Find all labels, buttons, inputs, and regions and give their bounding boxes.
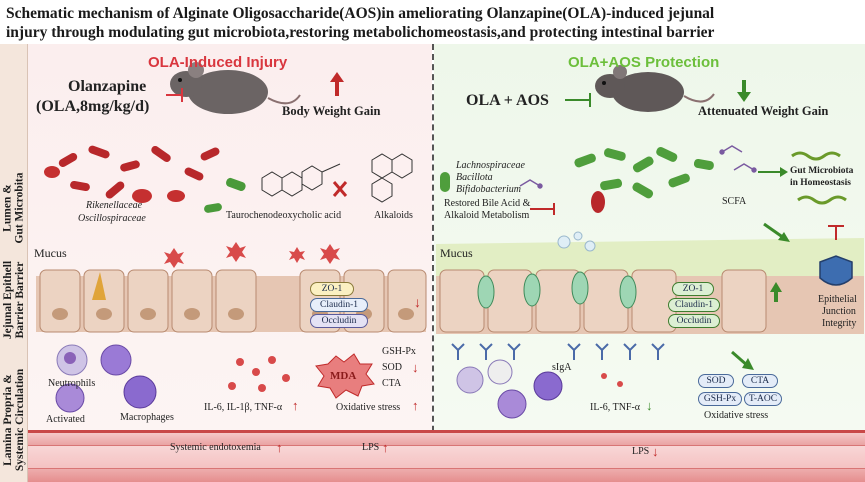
oxidative-stress-right: Oxidative stress xyxy=(704,410,769,421)
oxidative-stress-left: Oxidative stress xyxy=(336,402,401,413)
bacteria-bifidobacterium: Bifidobacterium xyxy=(456,184,521,195)
bacteria-oscillospiraceae: Oscillospiraceae xyxy=(78,213,146,224)
scfa-label: SCFA xyxy=(722,196,747,207)
mda-burst xyxy=(315,353,375,399)
bacteria-rikenellaceae: Rikenellaceae xyxy=(86,200,143,211)
claudin-pill-right: Claudin-1 xyxy=(668,298,720,312)
cross-icon xyxy=(332,181,348,197)
title-line-1: Schematic mechanism of Alginate Oligosac… xyxy=(6,5,715,22)
endotoxemia-up-arrow: ↑ xyxy=(276,440,283,455)
cytokine-up-arrow: ↑ xyxy=(292,398,299,413)
homeostasis-line-1: Gut Microbiota xyxy=(790,166,854,176)
zo1-pill-left: ZO-1 xyxy=(310,282,354,296)
junction-down-arrow-left: ↓ xyxy=(414,296,421,311)
goblet-cells xyxy=(477,271,637,309)
blood-vessel xyxy=(28,430,865,482)
injury-panel xyxy=(28,44,432,482)
beneficial-bacteria xyxy=(440,147,714,199)
zo1-pill-right: ZO-1 xyxy=(672,282,714,296)
inflammatory-burst-icons xyxy=(164,242,340,268)
figure-title: Schematic mechanism of Alginate Oligosac… xyxy=(6,4,861,42)
mucus-label-left: Mucus xyxy=(34,246,67,260)
alkaloid-structure xyxy=(371,153,413,203)
siga-antibodies xyxy=(451,343,665,360)
lps-down-arrow: ↓ xyxy=(652,444,659,459)
injury-header: OLA-Induced Injury xyxy=(148,54,288,71)
restored-metabolism-1: Restored Bile Acid & xyxy=(444,198,531,209)
attenuated-weight-label: Attenuated Weight Gain xyxy=(698,104,829,118)
occludin-pill-left: Occludin xyxy=(310,314,368,328)
scfa-molecules xyxy=(519,145,757,189)
occludin-pill-right: Occludin xyxy=(668,314,720,328)
lps-left: LPS xyxy=(362,442,380,453)
shield-icon xyxy=(819,255,853,286)
drug-combo-right: OLA + AOS xyxy=(466,92,549,109)
cytokines-left: IL-6, IL-1β, TNF-α xyxy=(204,402,283,413)
mucus-bubbles xyxy=(557,231,596,252)
cytokines-right: IL-6, TNF-α xyxy=(590,402,641,413)
lps-up-arrow: ↑ xyxy=(382,440,389,455)
sidebar: Lumen & Gut Microbita Jejunal Epithell B… xyxy=(0,44,28,482)
drug-name-left: Olanzapine xyxy=(68,78,147,95)
integrity-line-2: Junction xyxy=(822,306,856,317)
oxidative-up-arrow: ↑ xyxy=(412,398,419,413)
homeostasis-line-2: in Homeostasis xyxy=(790,178,851,188)
macrophages-label: Macrophages xyxy=(120,412,174,423)
gsh-px-pill-right: GSH-Px xyxy=(698,392,742,406)
mouse-icon-right xyxy=(595,65,715,112)
restored-epithelium xyxy=(436,222,864,334)
claudin-pill-left: Claudin-1 xyxy=(310,298,368,312)
neutrophils-label: Neutrophils xyxy=(48,378,96,389)
lps-right: LPS xyxy=(632,446,650,457)
mucus-label-right: Mucus xyxy=(440,246,473,260)
systemic-endotoxemia: Systemic endotoxemia xyxy=(170,442,261,453)
sod-pill-right: SOD xyxy=(698,374,734,388)
bacteria-bacillota: Bacillota xyxy=(456,172,493,183)
restored-metabolism-2: Alkaloid Metabolism xyxy=(444,210,530,221)
cytokine-down-arrow: ↓ xyxy=(646,398,653,413)
cytokine-dots-right xyxy=(601,373,623,387)
integrity-line-3: Integrity xyxy=(822,318,857,329)
mda-label: MDA xyxy=(330,370,357,382)
metabolite-alkaloids: Alkaloids xyxy=(374,210,413,221)
weight-gain-label: Body Weight Gain xyxy=(282,104,381,118)
cta-left: CTA xyxy=(382,378,402,389)
immune-cells-right xyxy=(456,359,563,419)
gsh-px-left: GSH-Px xyxy=(382,346,416,357)
sod-left: SOD xyxy=(382,362,403,373)
panel-divider xyxy=(432,44,434,482)
siga-label: sIgA xyxy=(552,362,572,373)
title-line-2: injury through modulating gut microbiota… xyxy=(6,24,715,41)
integrity-line-1: Epithelial xyxy=(818,294,857,305)
t-aoc-pill-right: T-AOC xyxy=(744,392,782,406)
drug-dose-left: (OLA,8mg/kg/d) xyxy=(36,98,150,115)
cytokine-dots-left xyxy=(228,356,290,392)
metabolite-bile-acid: Taurochenodeoxycholic acid xyxy=(226,210,342,221)
bacteria-lachnospiraceae: Lachnospiraceae xyxy=(456,160,525,171)
protection-header: OLA+AOS Protection xyxy=(568,54,720,71)
mouse-icon-left xyxy=(170,62,301,114)
immune-cells-left xyxy=(55,344,157,413)
activated-label: Activated xyxy=(46,414,85,425)
oxidative-down-arrow: ↓ xyxy=(412,360,419,375)
cta-pill-right: CTA xyxy=(742,374,778,388)
pathogenic-bacteria xyxy=(44,145,220,203)
bile-acid-structure xyxy=(261,163,341,197)
